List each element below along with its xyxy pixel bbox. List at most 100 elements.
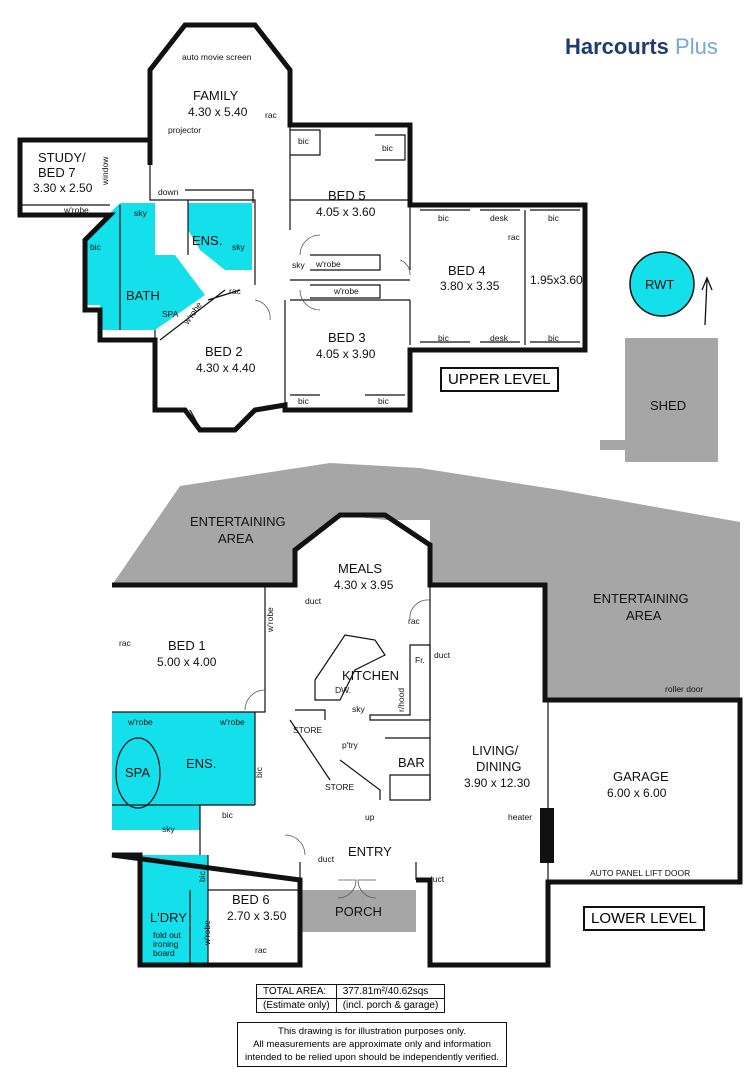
lower-ens-sky: sky <box>162 824 176 834</box>
family-rac: rac <box>265 110 278 120</box>
upper-ens-sky: sky <box>232 242 246 252</box>
laundry-l3: board <box>153 948 175 958</box>
disclaimer: This drawing is for illustration purpose… <box>237 1022 507 1067</box>
brand-name: Harcourts <box>565 34 669 59</box>
kitchen-duct: duct <box>434 650 451 660</box>
bed5-name: BED 5 <box>328 188 366 203</box>
bed5-bic-1: bic <box>298 136 310 146</box>
kitchen-sky: sky <box>352 704 366 714</box>
bed4-bic-2: bic <box>548 213 560 223</box>
bed2-dim: 4.30 x 4.40 <box>196 361 256 375</box>
meals-name: MEALS <box>338 561 382 576</box>
store2-label: STORE <box>325 782 354 792</box>
bed6-name: BED 6 <box>232 892 270 907</box>
bed6-wrobe: w'robe <box>202 920 212 946</box>
entry-name: ENTRY <box>348 844 392 859</box>
store1-label: STORE <box>293 725 322 735</box>
bed4-dim: 3.80 x 3.35 <box>440 279 500 293</box>
study-dim: 3.30 x 2.50 <box>33 181 93 195</box>
upper-door-swings <box>254 234 411 321</box>
estimate-value: (incl. porch & garage) <box>335 998 446 1013</box>
study-name1: STUDY/ <box>38 150 86 165</box>
kitchen-bench <box>369 644 431 721</box>
bed2-name: BED 2 <box>205 344 243 359</box>
lower-ens-wet-area <box>112 712 255 965</box>
bed4-rac: rac <box>508 232 521 242</box>
bed1-wrobe-side: w'robe <box>265 607 275 633</box>
lower-ens-name: ENS. <box>186 756 216 771</box>
lower-door-swings <box>244 599 431 856</box>
bar-label: BAR <box>398 755 425 770</box>
upper-internal-walls <box>119 125 526 410</box>
garage-name: GARAGE <box>613 769 669 784</box>
bed1-dim: 5.00 x 4.00 <box>157 655 217 669</box>
family-name: FAMILY <box>193 88 239 103</box>
bed3-bic-2: bic <box>378 396 390 406</box>
bed6-bic: bic <box>197 870 207 882</box>
kitchen-name: KITCHEN <box>342 668 399 683</box>
meals-duct: duct <box>305 596 322 606</box>
family-screen-label: auto movie screen <box>182 52 252 62</box>
bed2-bay-window <box>189 409 256 429</box>
porch-label: PORCH <box>335 904 382 919</box>
bed5-dim: 4.05 x 3.60 <box>316 205 376 219</box>
ent-right-l2: AREA <box>626 608 662 623</box>
entry-duct-1: duct <box>318 854 335 864</box>
meals-dim: 4.30 x 3.95 <box>334 578 394 592</box>
upper-bath-name: BATH <box>126 288 160 303</box>
bed6-rac: rac <box>255 945 268 955</box>
bed4-name: BED 4 <box>448 263 486 278</box>
lower-ens-bic-side: bic <box>254 766 264 778</box>
shed-shape <box>600 338 718 462</box>
upper-storage-outlines <box>185 129 580 396</box>
bed4-desk-1: desk <box>490 213 509 223</box>
study-walls <box>20 165 256 285</box>
bed1-wrobe-2: w'robe <box>219 717 245 727</box>
brand-suffix: Plus <box>675 34 718 59</box>
estimate-label: (Estimate only) <box>256 998 337 1013</box>
total-area-label: TOTAL AREA: <box>256 984 337 999</box>
upper-ens-name: ENS. <box>192 233 222 248</box>
upper-family-walls <box>17 22 588 433</box>
rwt-tank <box>629 251 695 317</box>
lower-spa-label: SPA <box>125 765 150 780</box>
up-label: up <box>365 812 375 822</box>
upper-bath-spa: SPA <box>162 309 179 319</box>
family-dim: 4.30 x 5.40 <box>188 105 248 119</box>
bed3-dim: 4.05 x 3.90 <box>316 347 376 361</box>
north-arrow-icon <box>701 276 713 326</box>
lower-spa-tub <box>115 737 161 809</box>
total-area-table: TOTAL AREA: 377.81m²/40.62sqs (Estimate … <box>256 984 446 1013</box>
disclaimer-line-2: All measurements are approximate only an… <box>253 1039 491 1050</box>
bed1-name: BED 1 <box>168 638 206 653</box>
garage-dim: 6.00 x 6.00 <box>607 786 667 800</box>
kitchen-fridge: Fr. <box>415 655 425 665</box>
upper-bath-bic: bic <box>90 242 102 252</box>
bed2-rac: rac <box>229 286 242 296</box>
lower-level-label: LOWER LEVEL <box>583 906 705 931</box>
meals-rac: rac <box>408 616 421 626</box>
brand-logo: Harcourts Plus <box>565 34 718 60</box>
bed3-name: BED 3 <box>328 330 366 345</box>
heater-unit <box>540 808 554 863</box>
heater-label: heater <box>508 812 532 822</box>
bed4-bic-1: bic <box>438 213 450 223</box>
kitchen-island <box>314 634 386 701</box>
pantry-label: p'try <box>342 740 359 750</box>
study-name2: BED 7 <box>38 165 76 180</box>
bed4-desk-2: desk <box>490 333 509 343</box>
bed5-bic-2: bic <box>382 143 394 153</box>
rwt-label: RWT <box>645 277 674 292</box>
living-dim: 3.90 x 12.30 <box>464 776 530 790</box>
living-name2: DINING <box>476 759 522 774</box>
laundry-name: L'DRY <box>150 910 187 925</box>
upper-level-label: UPPER LEVEL <box>440 367 559 392</box>
total-area-value: 377.81m²/40.62sqs <box>335 984 446 999</box>
lower-ens-bic: bic <box>222 810 234 820</box>
bed1-rac: rac <box>119 638 132 648</box>
bed3-wrobe: w'robe <box>333 286 359 296</box>
bed4-bic-3: bic <box>438 333 450 343</box>
bed1-wrobe-1: w'robe <box>127 717 153 727</box>
upper-bath-wet-area <box>85 203 205 330</box>
